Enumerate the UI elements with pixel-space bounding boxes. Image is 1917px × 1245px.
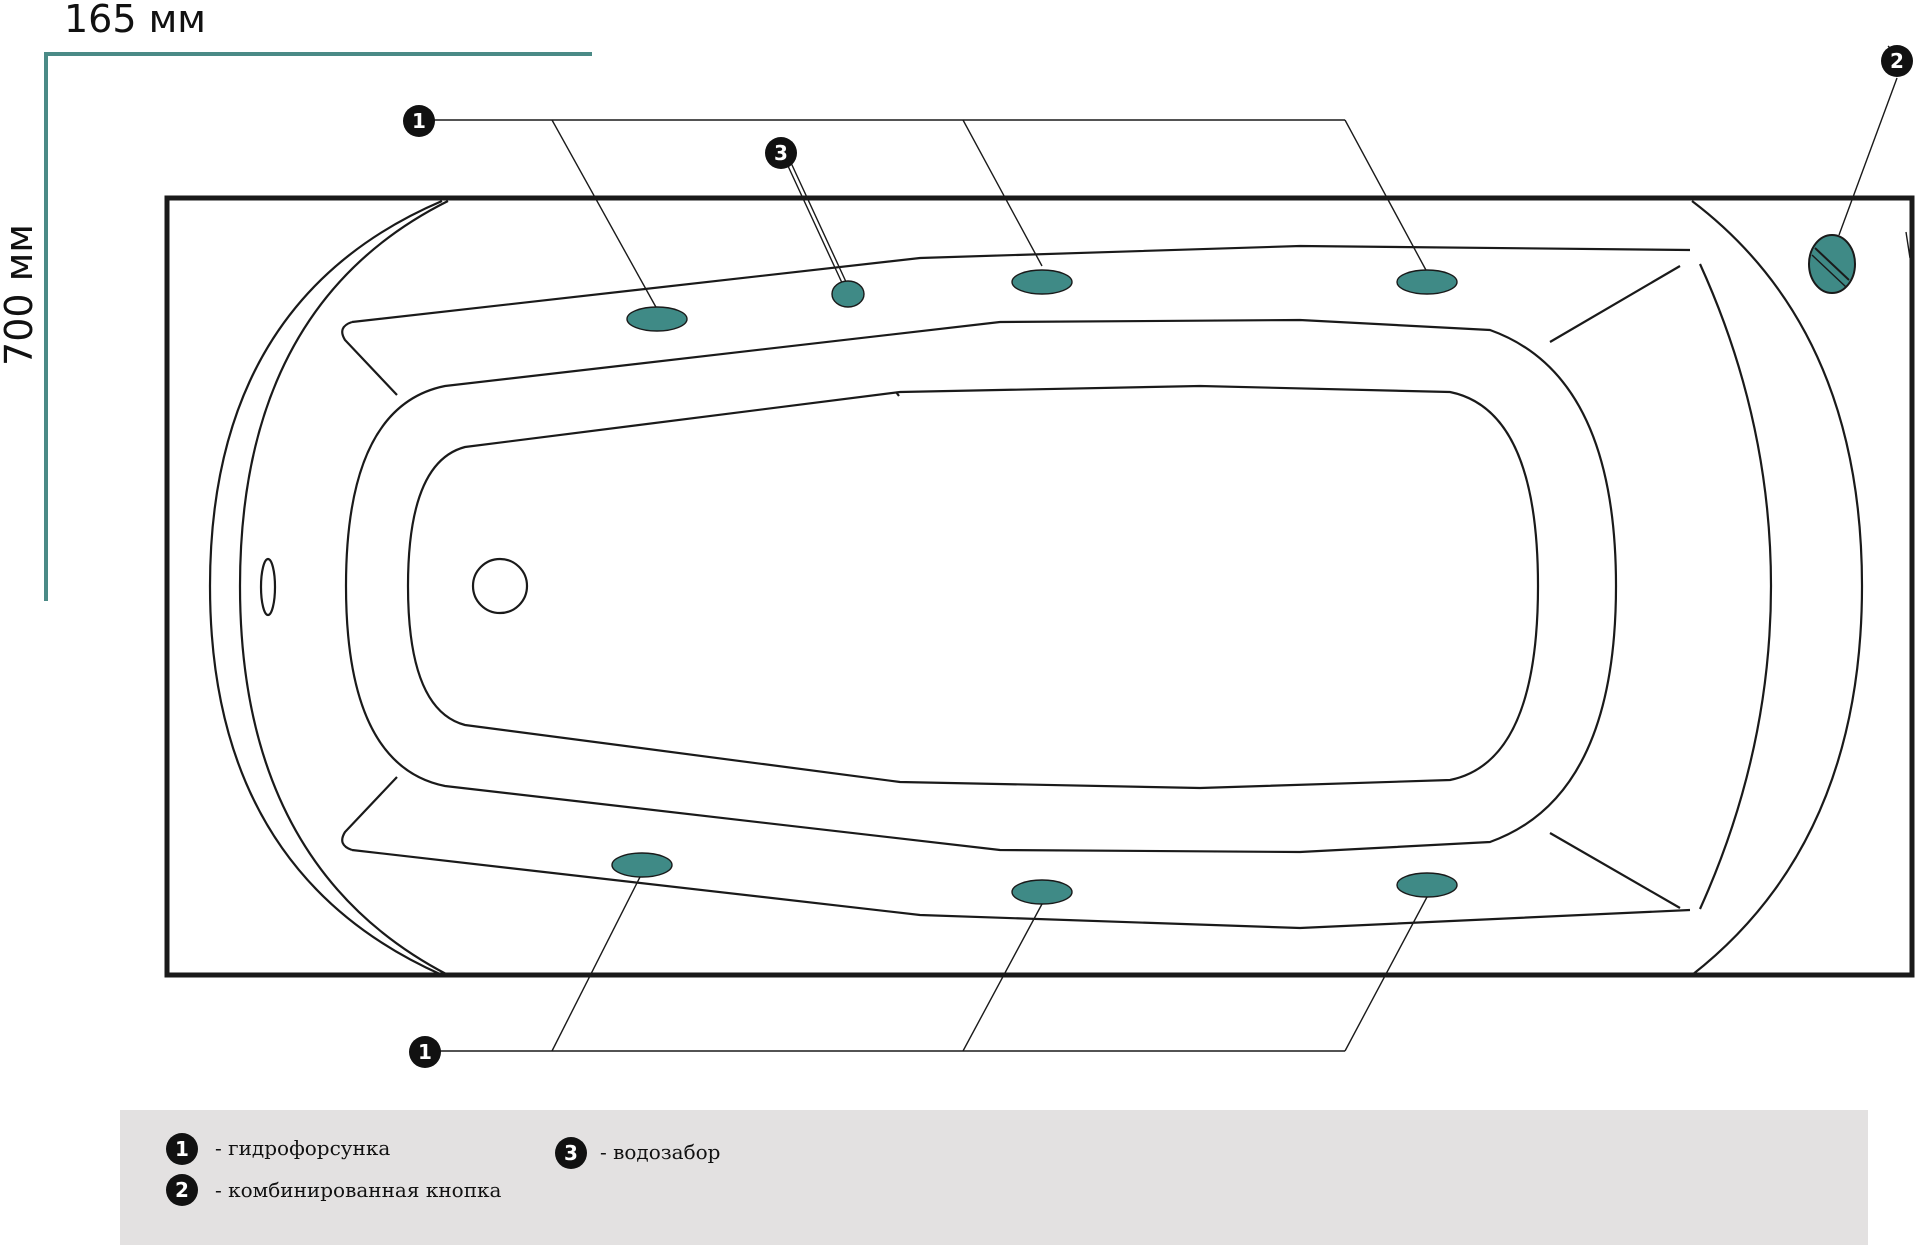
legend-panel: 1 - гидрофорсунка 2 - комбинированная кн…	[120, 1110, 1868, 1245]
hydro-nozzle	[1011, 879, 1073, 905]
legend-item-2: 2 - комбинированная кнопка	[166, 1174, 502, 1206]
callout-nozzle-top: 1	[403, 105, 435, 137]
height-dimension-label: 700 мм	[0, 224, 41, 366]
hydro-nozzle	[611, 852, 673, 878]
drain-icon	[471, 557, 529, 615]
hydro-nozzles	[611, 269, 1458, 905]
bathtub-frame	[164, 195, 1915, 978]
bathtub-basin	[406, 384, 1540, 790]
hydro-nozzle	[1396, 269, 1458, 295]
callout-button: 2	[1881, 45, 1913, 77]
svg-text:3: 3	[564, 1141, 578, 1165]
dimension-indicator: 165 мм 700 мм	[0, 0, 592, 601]
bathtub-rim	[208, 199, 1864, 977]
svg-text:2: 2	[1890, 49, 1904, 73]
water-intake-icon	[831, 280, 865, 308]
svg-text:2: 2	[175, 1178, 189, 1202]
svg-text:1: 1	[418, 1040, 432, 1064]
width-dimension-label: 165 мм	[64, 0, 206, 41]
legend-item-3: 3 - водозабор	[555, 1137, 721, 1169]
hydro-nozzle	[626, 306, 688, 332]
legend-item-1: 1 - гидрофорсунка	[166, 1133, 390, 1165]
combined-button-icon	[1808, 234, 1856, 294]
callout-nozzle-bottom: 1	[409, 1036, 441, 1068]
svg-text:- комбинированная кнопка: - комбинированная кнопка	[215, 1178, 502, 1202]
callout-intake: 3	[765, 137, 797, 169]
svg-text:- водозабор: - водозабор	[600, 1140, 721, 1164]
svg-text:- гидрофорсунка: - гидрофорсунка	[215, 1136, 390, 1160]
leader-lines-bottom	[425, 876, 1428, 1052]
svg-text:1: 1	[412, 109, 426, 133]
bathtub-mid-contour	[344, 318, 1618, 854]
leader-line-intake	[781, 151, 848, 286]
hydro-nozzle	[1011, 269, 1073, 295]
svg-text:3: 3	[774, 141, 788, 165]
bathtub-deck	[341, 244, 1691, 930]
svg-text:1: 1	[175, 1137, 189, 1161]
leader-lines-top	[419, 119, 1428, 310]
leader-line-button	[1838, 77, 1898, 236]
hydro-nozzle	[1396, 872, 1458, 898]
